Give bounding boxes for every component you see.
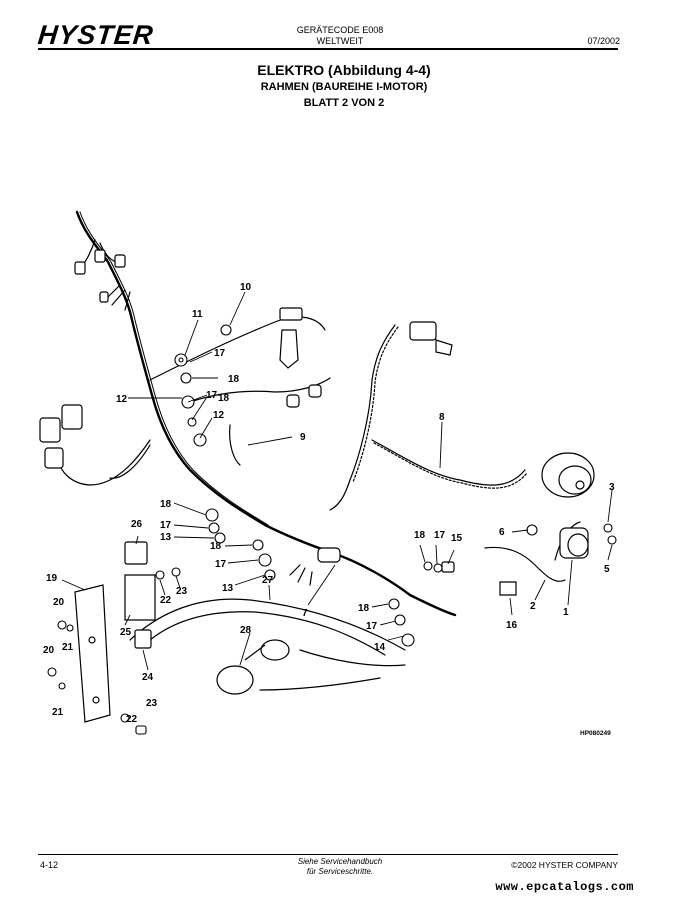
- callout-13a: 13: [160, 532, 172, 543]
- callout-19: 19: [46, 573, 58, 584]
- callout-14: 14: [374, 642, 386, 653]
- callout-11: 11: [192, 309, 203, 320]
- callout-18e: 18: [210, 541, 222, 552]
- callout-17c: 17: [434, 530, 446, 541]
- hardware: [47, 324, 617, 735]
- callout-17b: 17: [206, 390, 218, 401]
- callout-21b: 21: [52, 707, 64, 718]
- callout-24: 24: [142, 672, 154, 683]
- callout-13b: 13: [222, 583, 234, 594]
- callout-15: 15: [451, 533, 463, 544]
- callout-12a: 12: [116, 394, 128, 405]
- callout-17d: 17: [160, 520, 172, 531]
- components: [39, 249, 595, 723]
- header-rule: [38, 48, 618, 50]
- callout-6: 6: [499, 527, 505, 538]
- callout-17a: 17: [214, 348, 226, 359]
- callout-2: 2: [530, 601, 536, 612]
- callout-18b: 18: [218, 393, 230, 404]
- callout-18f: 18: [358, 603, 370, 614]
- page-number: 4-12: [40, 860, 59, 870]
- callout-18d: 18: [160, 499, 172, 510]
- callout-12b: 12: [213, 410, 225, 421]
- equipment-code-line1: GERÄTECODE E008: [296, 25, 384, 35]
- callout-28: 28: [240, 625, 252, 636]
- callout-22a: 22: [160, 595, 172, 606]
- service-reference-line1: Siehe Servicehandbuch: [297, 857, 383, 866]
- page-subtitle: RAHMEN (BAUREIHE I-MOTOR): [260, 81, 428, 93]
- callout-9: 9: [300, 432, 306, 443]
- figure-id: HP080249: [580, 730, 611, 737]
- callout-20b: 20: [43, 645, 55, 656]
- footer-rule: [38, 854, 618, 855]
- callout-25: 25: [120, 627, 132, 638]
- callout-23b: 23: [146, 698, 158, 709]
- callout-20a: 20: [53, 597, 65, 608]
- callout-18a: 18: [228, 374, 240, 385]
- callout-18c: 18: [414, 530, 426, 541]
- callout-27: 27: [262, 575, 274, 586]
- callout-17f: 17: [366, 621, 378, 632]
- equipment-code-line2: WELTWEIT: [316, 36, 364, 46]
- callout-5: 5: [604, 564, 610, 575]
- callout-21a: 21: [62, 642, 74, 653]
- watermark-url[interactable]: www.epcatalogs.com: [495, 880, 634, 894]
- callout-22b: 22: [126, 714, 138, 725]
- service-reference: Siehe Servicehandbuch für Serviceschritt…: [250, 857, 430, 877]
- copyright: ©2002 HYSTER COMPANY: [511, 860, 618, 870]
- callout-23a: 23: [176, 586, 188, 597]
- equipment-code: GERÄTECODE E008 WELTWEIT: [250, 25, 430, 47]
- sheet-indicator: BLATT 2 VON 2: [303, 97, 385, 109]
- leader-lines: [61, 291, 613, 671]
- issue-date: 07/2002: [587, 36, 620, 46]
- callout-3: 3: [609, 482, 615, 493]
- callout-17e: 17: [215, 559, 227, 570]
- page-title: ELEKTRO (Abbildung 4-4): [257, 62, 431, 78]
- callout-7: 7: [302, 608, 308, 619]
- callout-numbers: 10 11 17 18 12 17 18 12 9 8 3 6 18 17 15…: [43, 282, 615, 725]
- callout-26: 26: [131, 519, 143, 530]
- callout-16: 16: [506, 620, 518, 631]
- callout-1: 1: [563, 607, 569, 618]
- service-reference-line2: für Serviceschritte.: [306, 867, 374, 876]
- callout-10: 10: [240, 282, 252, 293]
- callout-8: 8: [439, 412, 445, 423]
